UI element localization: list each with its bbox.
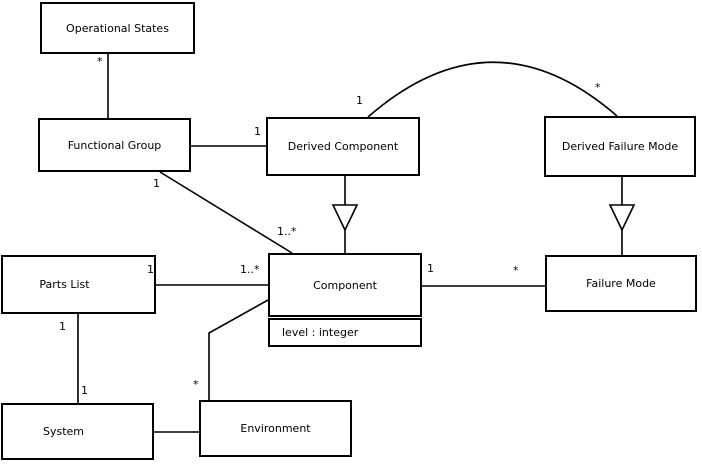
- edge-functional-group-component: [159, 171, 293, 254]
- multiplicity-fg-dc: 1: [254, 125, 261, 138]
- multiplicity-opstates-fg: *: [97, 55, 103, 68]
- class-name-derived-failure-mode: Derived Failure Mode: [561, 140, 679, 153]
- class-box-operational-states[interactable]: Operational States: [40, 2, 195, 54]
- class-name-parts-list: Parts List: [39, 278, 90, 291]
- class-box-parts-list[interactable]: Parts List: [1, 255, 156, 314]
- multiplicity-dfm-arc: *: [595, 81, 601, 94]
- attribute-level-integer: level : integer: [282, 326, 359, 339]
- multiplicity-pl-comp-src: 1: [147, 263, 154, 276]
- class-box-derived-component[interactable]: Derived Component: [266, 117, 420, 176]
- class-attribute-compartment-component[interactable]: level : integer: [268, 318, 422, 347]
- edge-derived-component-arc-derived-failure-mode: [367, 61, 618, 118]
- class-box-component[interactable]: Component: [268, 253, 422, 317]
- multiplicity-pl-sys-src: 1: [59, 320, 66, 333]
- generalization-arrowhead-failure-mode: [608, 204, 636, 232]
- multiplicity-pl-comp-tgt: 1..*: [240, 263, 260, 276]
- multiplicity-pl-sys-tgt: 1: [81, 384, 88, 397]
- multiplicity-dc-arc: 1: [356, 94, 363, 107]
- class-name-functional-group: Functional Group: [67, 138, 162, 152]
- class-name-component: Component: [313, 278, 377, 292]
- multiplicity-comp-env: *: [193, 378, 199, 391]
- class-name-system: System: [42, 425, 85, 438]
- class-box-derived-failure-mode[interactable]: Derived Failure Mode: [544, 116, 696, 177]
- class-name-environment: Environment: [240, 422, 311, 435]
- class-name-derived-component: Derived Component: [287, 140, 399, 153]
- edge-component-environment: [208, 299, 269, 400]
- class-box-system[interactable]: System: [1, 403, 154, 460]
- multiplicity-comp-fm-tgt: *: [513, 264, 519, 277]
- class-name-failure-mode: Failure Mode: [586, 277, 656, 290]
- class-name-operational-states: Operational States: [66, 21, 169, 35]
- class-box-failure-mode[interactable]: Failure Mode: [545, 255, 697, 312]
- multiplicity-fg-comp-src: 1: [153, 177, 160, 190]
- multiplicity-fg-comp-tgt: 1..*: [277, 225, 297, 238]
- generalization-arrowhead-component: [331, 204, 359, 232]
- class-box-environment[interactable]: Environment: [199, 400, 352, 457]
- class-box-functional-group[interactable]: Functional Group: [38, 118, 191, 172]
- multiplicity-comp-fm-src: 1: [427, 262, 434, 275]
